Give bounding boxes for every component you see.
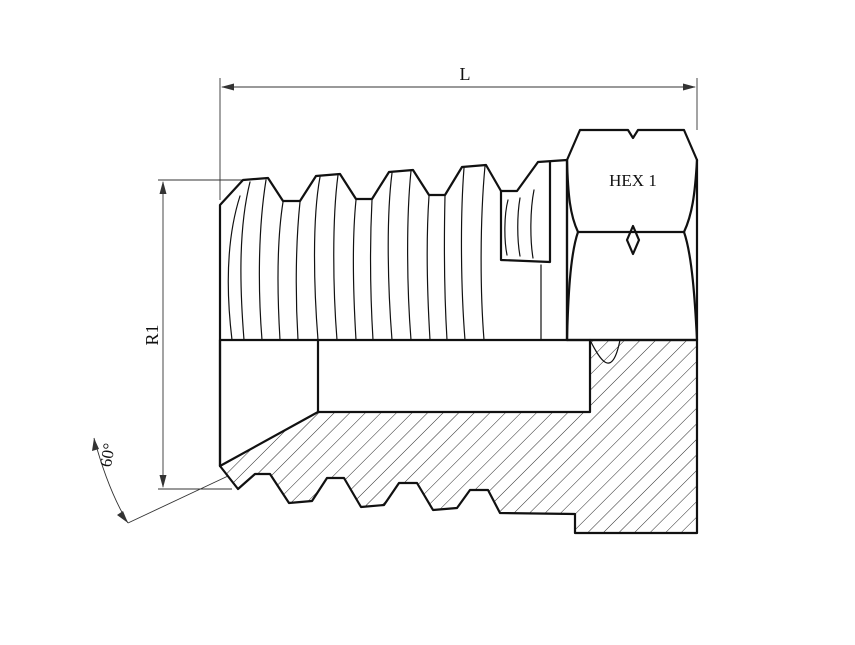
thread-flank-12 bbox=[443, 195, 448, 341]
angle-arrowhead-top-icon bbox=[92, 438, 99, 451]
thread-flank-5 bbox=[313, 176, 321, 341]
angle-arrowhead-bottom-icon bbox=[117, 511, 128, 523]
thread-dimension: R1 bbox=[142, 179, 245, 490]
arrowhead-up-icon bbox=[159, 181, 167, 194]
thread-flank-4 bbox=[295, 201, 301, 341]
hex-label: HEX 1 bbox=[609, 171, 657, 190]
thread-flank-7 bbox=[352, 199, 357, 341]
angle-label: 60° bbox=[96, 442, 119, 469]
hex-corner-notch bbox=[625, 224, 641, 256]
arrowhead-left-icon bbox=[221, 83, 234, 91]
thread-runout bbox=[499, 160, 552, 264]
bore-profile bbox=[218, 338, 592, 468]
countersink-curve bbox=[589, 339, 621, 364]
thread-flank-11 bbox=[426, 195, 431, 341]
chamfer-curve bbox=[227, 195, 241, 341]
hatched-material bbox=[220, 340, 697, 533]
runout-curve-2 bbox=[517, 197, 521, 257]
thread-exterior-view bbox=[218, 158, 569, 342]
hex-head: HEX 1 bbox=[565, 128, 699, 342]
thread-profile bbox=[218, 158, 569, 342]
runout-curve-3 bbox=[530, 189, 535, 259]
thread-flank-3 bbox=[277, 201, 284, 341]
section-view bbox=[218, 338, 699, 535]
thread-flank-1 bbox=[240, 181, 251, 341]
angle-dimension: 60° bbox=[92, 437, 229, 524]
arrowhead-right-icon bbox=[683, 83, 696, 91]
length-label: L bbox=[460, 64, 471, 84]
thread-label: R1 bbox=[142, 324, 162, 345]
thread-flank-8 bbox=[370, 199, 374, 341]
thread-flank-10 bbox=[407, 170, 412, 341]
section-outline bbox=[218, 338, 699, 535]
runout-curve-1 bbox=[504, 199, 509, 256]
hex-face-curve-left bbox=[565, 230, 580, 342]
thread-flank-9 bbox=[387, 172, 393, 341]
thread-flank-14 bbox=[480, 165, 486, 341]
hex-outline bbox=[565, 128, 699, 342]
angle-extension-line bbox=[127, 475, 229, 524]
hex-face-curve-right bbox=[682, 230, 699, 342]
thread-flank-2 bbox=[258, 179, 267, 341]
thread-flank-13 bbox=[460, 167, 466, 341]
thread-flank-6 bbox=[333, 174, 339, 341]
arrowhead-down-icon bbox=[159, 475, 167, 488]
